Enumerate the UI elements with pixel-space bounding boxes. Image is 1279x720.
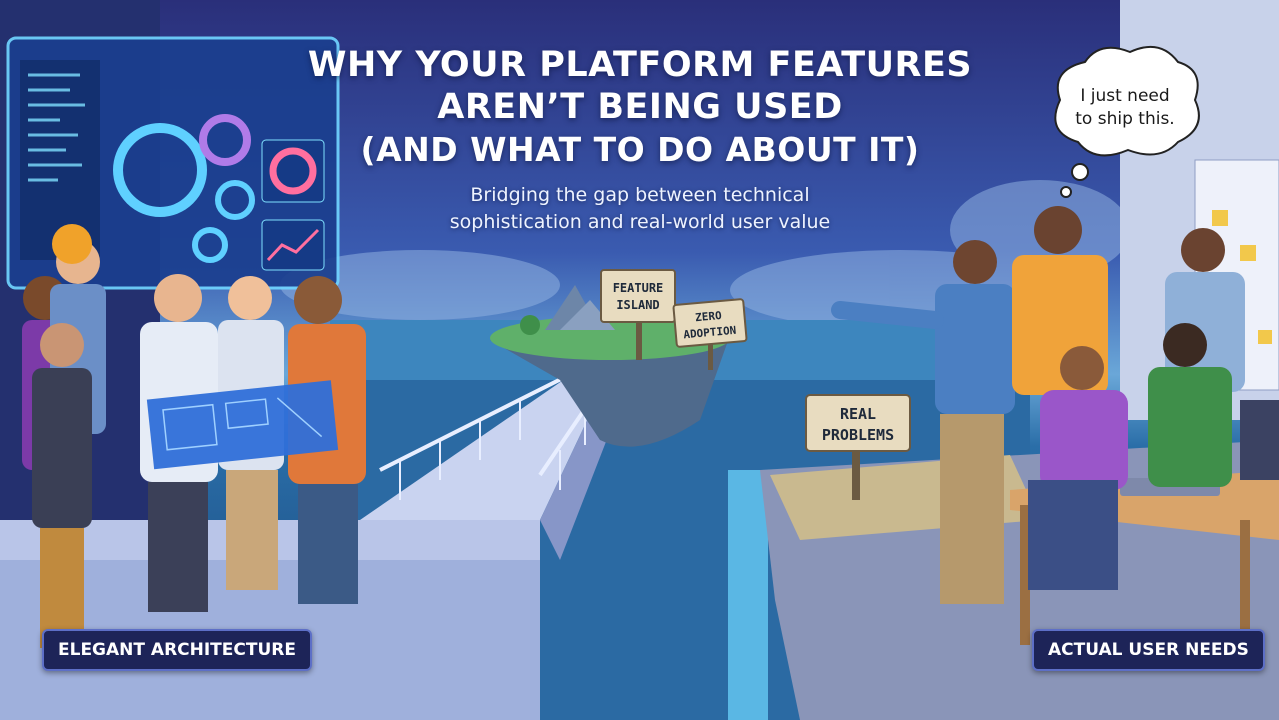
thought-bubble: I just need to ship this. [1054,45,1200,198]
title-line-1: WHY YOUR PLATFORM FEATURES [307,45,973,85]
monitor-icon [1240,400,1279,480]
sign-zero-adoption-line1: ZERO [695,309,723,324]
thought-bubble-line1: I just need [1080,86,1169,106]
holographic-dashboard [6,36,340,290]
user-group [831,206,1245,604]
label-actual-user-needs: ACTUAL USER NEEDS [1032,629,1265,671]
gear-icon [215,180,255,220]
sign-real-problems: REAL PROBLEMS [805,394,911,500]
sign-zero-adoption: ZERO ADOPTION [672,298,748,370]
subtitle-line-2: sophistication and real-world user value [449,211,831,233]
sign-real-problems-line1: REAL [840,405,876,423]
sign-feature-island-line2: ISLAND [616,298,659,312]
sign-feature-island-line1: FEATURE [613,281,664,295]
page-title: WHY YOUR PLATFORM FEATURES AREN’T BEING … [240,44,1040,172]
feature-island [490,285,730,447]
title-line-2: AREN’T BEING USED [437,87,843,127]
donut-chart-icon [269,147,317,195]
engineering-team [22,224,366,648]
sign-feature-island: FEATURE ISLAND [600,269,676,360]
thought-bubble-line2: to ship this. [1075,109,1174,129]
line-chart-icon [266,228,320,262]
title-line-3: (AND WHAT TO DO ABOUT IT) [360,130,920,169]
label-elegant-architecture: ELEGANT ARCHITECTURE [42,629,312,671]
waterfall [728,470,768,720]
gear-icon [192,227,228,263]
gear-icon [113,123,207,217]
subtitle: Bridging the gap between technical sophi… [330,182,950,236]
gear-icon [199,114,251,166]
sign-real-problems-line2: PROBLEMS [822,426,894,444]
subtitle-line-1: Bridging the gap between technical [470,184,810,206]
sign-zero-adoption-line2: ADOPTION [683,324,737,342]
